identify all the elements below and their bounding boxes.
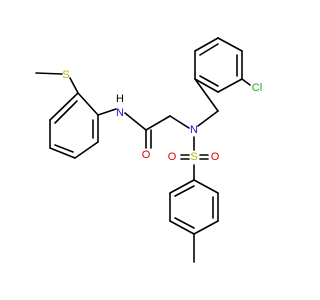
bond bbox=[193, 220, 219, 235]
bond bbox=[217, 78, 243, 93]
bond bbox=[145, 115, 171, 131]
atom-label-n-sulfonamide: N bbox=[190, 124, 198, 136]
bond bbox=[74, 141, 99, 159]
bond bbox=[49, 92, 79, 121]
bond bbox=[241, 78, 251, 86]
atom-label-o-carbonyl: O bbox=[142, 149, 151, 161]
bond bbox=[199, 75, 219, 87]
bond-layer bbox=[35, 37, 251, 263]
bond bbox=[54, 100, 78, 124]
atom-label-o-sulfonyl-left: O bbox=[168, 151, 177, 163]
atom-label-s-sulfonyl: S bbox=[190, 151, 197, 163]
bond bbox=[54, 144, 74, 153]
bond bbox=[169, 220, 195, 235]
bond bbox=[193, 179, 219, 194]
bond bbox=[124, 112, 147, 131]
bond bbox=[174, 217, 195, 229]
atom-label-layer: S H N O N Cl S O O bbox=[62, 69, 262, 163]
bond bbox=[77, 92, 99, 116]
bond bbox=[194, 37, 219, 52]
bond bbox=[194, 78, 219, 93]
bond bbox=[69, 77, 79, 94]
bond bbox=[174, 185, 195, 197]
atom-label-cl: Cl bbox=[252, 82, 262, 94]
bond bbox=[194, 78, 219, 112]
bond bbox=[217, 37, 243, 52]
bond bbox=[35, 72, 63, 75]
atom-label-s-thioether: S bbox=[62, 69, 69, 81]
bond bbox=[97, 108, 117, 116]
bond bbox=[199, 43, 219, 56]
bond bbox=[197, 110, 219, 127]
atom-label-o-sulfonyl-right: O bbox=[211, 151, 220, 163]
bond bbox=[49, 147, 76, 159]
atom-label-n-amide: N bbox=[116, 107, 124, 119]
bond bbox=[169, 179, 195, 194]
atom-label-h: H bbox=[116, 93, 124, 105]
bond bbox=[169, 115, 190, 129]
molecule-structure-diagram: S H N O N Cl S O O bbox=[35, 37, 262, 263]
